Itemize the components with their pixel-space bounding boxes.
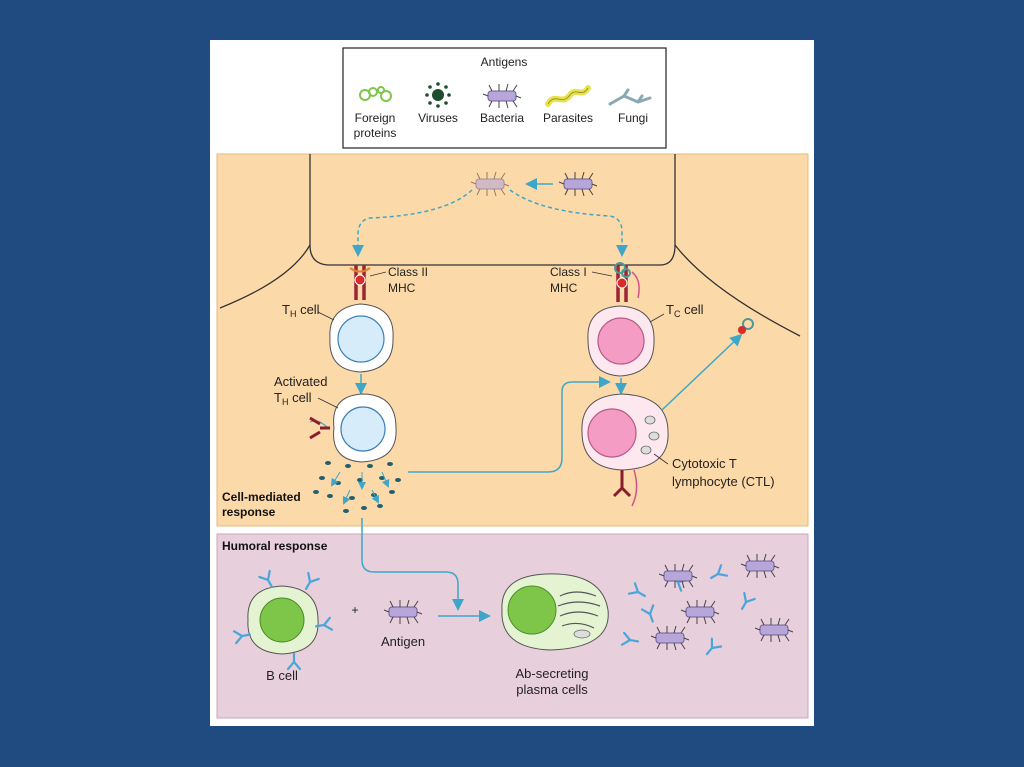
humoral-title: Humoral response [222,539,328,553]
class-i-path-arrow [509,189,628,257]
class-i-label-2: MHC [550,281,578,295]
ctl-label-2: lymphocyte (CTL) [672,474,775,489]
ctl-label-1: Cytotoxic T [672,456,737,471]
class-ii-label-1: Class II [388,265,428,279]
cell-mediated-panel: Class II MHC Class I MHC TH cell Ac [216,153,809,527]
tc-cell-label: TC cell [666,302,704,319]
class-i-label-1: Class I [550,265,587,279]
cytokine-arrows [330,471,390,505]
plasma-cell [501,573,609,651]
released-antigen-icon [738,318,754,334]
legend-label-viruses: Viruses [418,111,458,125]
plasma-label-1: Ab-secreting [516,666,589,681]
immune-response-diagram: Antigens Foreign proteins Viruses Bacter… [216,47,809,719]
fungus-icon [608,88,652,106]
foreign-proteins-icon [359,86,392,102]
activated-th-label-1: Activated [274,374,327,389]
legend-title: Antigens [481,55,528,69]
plus-sign: + [351,603,358,617]
b-cell-label: B cell [266,668,298,683]
antigen-legend: Antigens Foreign proteins Viruses Bacter… [342,47,667,149]
th-cell-label: TH cell [282,302,320,319]
parasite-icon [545,85,591,107]
legend-label-bacteria: Bacteria [480,111,524,125]
class-ii-mhc-icon [349,265,371,300]
help-arrow [361,518,464,611]
legend-label-parasites: Parasites [543,111,593,125]
b-cell [232,569,334,671]
th-cell [329,303,394,373]
legend-label-foreign-1: Foreign [355,111,396,125]
activated-th-cell [309,393,397,463]
class-ii-label-2: MHC [388,281,416,295]
plasma-label-2: plasma cells [516,682,588,697]
class-i-mhc-icon [614,262,640,302]
antigen-label: Antigen [381,634,425,649]
humoral-panel: Humoral response B cell + Antigen Ab-sec… [216,518,809,719]
slide: Antigens Foreign proteins Viruses Bacter… [210,40,814,726]
tc-cell [587,305,655,377]
virus-icon [425,82,451,108]
ctl-target-arrow [661,333,743,411]
cell-mediated-label-2: response [222,505,276,519]
class-ii-path-arrow [352,189,473,257]
activated-th-label-2: TH cell [274,390,312,407]
cell-mediated-label-1: Cell-mediated [222,490,301,504]
ctl-cell [581,393,669,507]
legend-label-foreign-2: proteins [354,126,397,140]
cytokine-to-tc-arrow [408,376,611,473]
legend-label-fungi: Fungi [618,111,648,125]
